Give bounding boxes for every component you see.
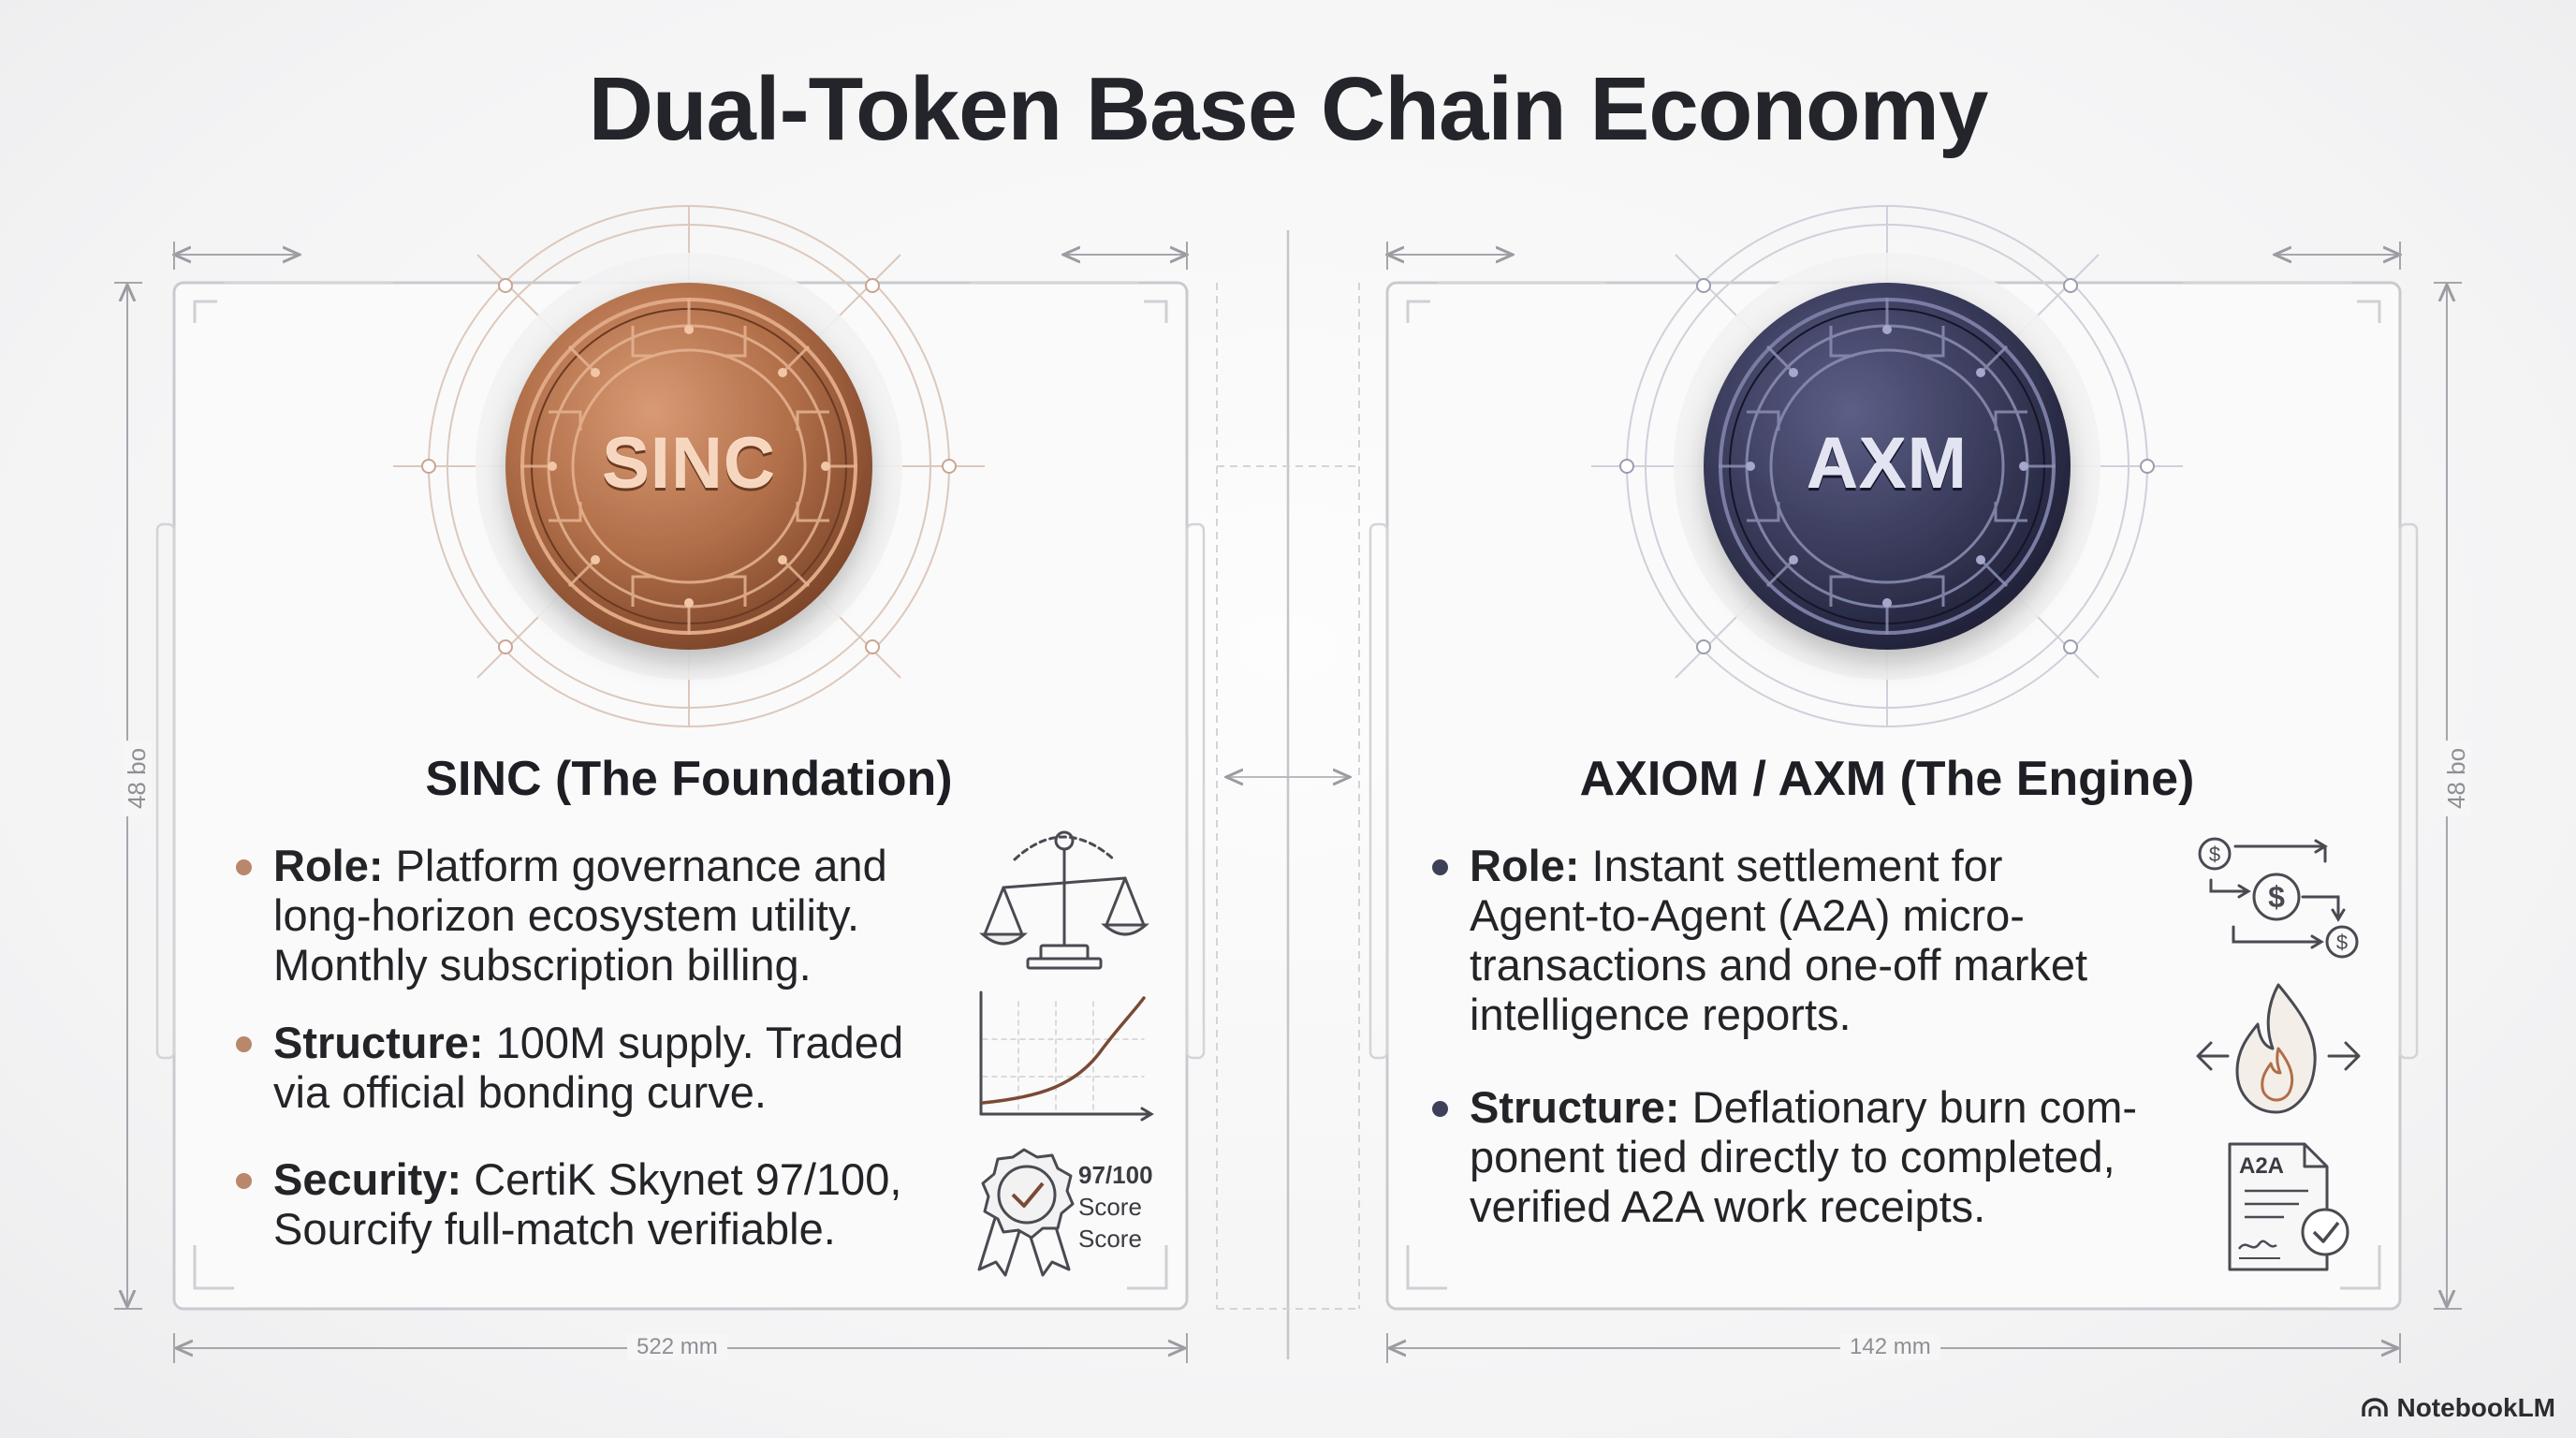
bullet-text: Monthly subscription billing. bbox=[273, 940, 812, 990]
axm-bullet-role: Role: Instant settlement for Agent-to-Ag… bbox=[1430, 841, 2137, 1039]
burn-flame-icon bbox=[2196, 983, 2361, 1114]
bullet-text: Sourcify full-match verifiable. bbox=[273, 1204, 836, 1254]
axm-card-heading: AXIOM / AXM (The Engine) bbox=[1579, 752, 2195, 806]
bonding-curve-chart-icon bbox=[979, 990, 1154, 1122]
bullet-text: Agent-to-Agent (A2A) micro- bbox=[1470, 890, 2025, 940]
right-width-dimension: 142 mm bbox=[1840, 1334, 1940, 1360]
sinc-card-heading: SINC (The Foundation) bbox=[425, 752, 953, 806]
svg-text:$: $ bbox=[2209, 843, 2220, 866]
bullet-label: Security: bbox=[273, 1154, 462, 1204]
sinc-bullet-structure: Structure: 100M supply. Traded via offic… bbox=[234, 1018, 903, 1117]
bullet-text: Deflationary burn com- bbox=[1679, 1082, 2138, 1132]
balance-scale-icon bbox=[979, 830, 1149, 970]
bullet-text: CertiK Skynet 97/100, bbox=[461, 1154, 902, 1204]
right-height-dimension: 48 bo bbox=[2442, 740, 2472, 817]
bullet-dot bbox=[236, 1173, 252, 1189]
bullet-label: Role: bbox=[1470, 841, 1580, 890]
sinc-bullet-role: Role: Platform governance and long-horiz… bbox=[234, 841, 903, 990]
bullet-label: Structure: bbox=[1470, 1082, 1680, 1132]
brand-name: NotebookLM bbox=[2396, 1393, 2555, 1422]
axm-bullet-structure: Structure: Deflationary burn com- ponent… bbox=[1430, 1082, 2137, 1231]
axm-bullet-list: Role: Instant settlement for Agent-to-Ag… bbox=[1430, 841, 2137, 1231]
coin-exchange-icon bbox=[2198, 837, 2359, 959]
score-caption: Score bbox=[1078, 1193, 1142, 1221]
bullet-text: verified A2A work receipts. bbox=[1470, 1181, 1986, 1231]
page-title: Dual-Token Base Chain Economy bbox=[588, 59, 1989, 159]
svg-text:$: $ bbox=[2336, 931, 2348, 954]
bullet-text: intelligence reports. bbox=[1470, 990, 1852, 1039]
sinc-coin-label: SINC bbox=[602, 424, 776, 504]
right-card-panel bbox=[1368, 281, 2419, 1311]
a2a-receipt-label: A2A bbox=[2239, 1153, 2285, 1179]
bullet-dot bbox=[1432, 1101, 1448, 1117]
left-width-dimension: 522 mm bbox=[627, 1334, 727, 1360]
bullet-text: ponent tied directly to completed, bbox=[1470, 1132, 2115, 1181]
bullet-text: long-horizon ecosystem utility. bbox=[273, 890, 860, 940]
bullet-label: Role: bbox=[273, 841, 384, 890]
notebooklm-logo-icon bbox=[2362, 1398, 2389, 1416]
bullet-text: 100M supply. Traded bbox=[483, 1018, 904, 1067]
bullet-text: Platform governance and bbox=[383, 841, 887, 890]
a2a-receipt-icon bbox=[2228, 1142, 2349, 1271]
bullet-dot bbox=[236, 1036, 252, 1052]
bullet-text: via official bonding curve. bbox=[273, 1067, 767, 1117]
security-score-label: 97/100 Score Score bbox=[1078, 1159, 1153, 1255]
bullet-text: Instant settlement for bbox=[1579, 841, 2003, 890]
bullet-text: transactions and one-off market bbox=[1470, 940, 2088, 990]
notebooklm-brand: NotebookLM bbox=[2361, 1393, 2555, 1423]
bullet-label: Structure: bbox=[273, 1018, 484, 1067]
score-value: 97/100 bbox=[1078, 1161, 1153, 1189]
certified-badge-icon bbox=[977, 1148, 1075, 1277]
sinc-bullet-list: Role: Platform governance and long-horiz… bbox=[234, 841, 903, 1254]
left-height-dimension: 48 bo bbox=[123, 740, 153, 817]
sinc-coin-graphic bbox=[393, 205, 985, 727]
svg-text:$: $ bbox=[2268, 880, 2285, 914]
score-caption: Score bbox=[1078, 1225, 1142, 1253]
bullet-dot bbox=[1432, 859, 1448, 875]
axm-coin-label: AXM bbox=[1807, 424, 1968, 504]
bullet-dot bbox=[236, 859, 252, 875]
axm-coin-graphic bbox=[1591, 205, 2183, 727]
sinc-bullet-security: Security: CertiK Skynet 97/100, Sourcify… bbox=[234, 1154, 903, 1254]
